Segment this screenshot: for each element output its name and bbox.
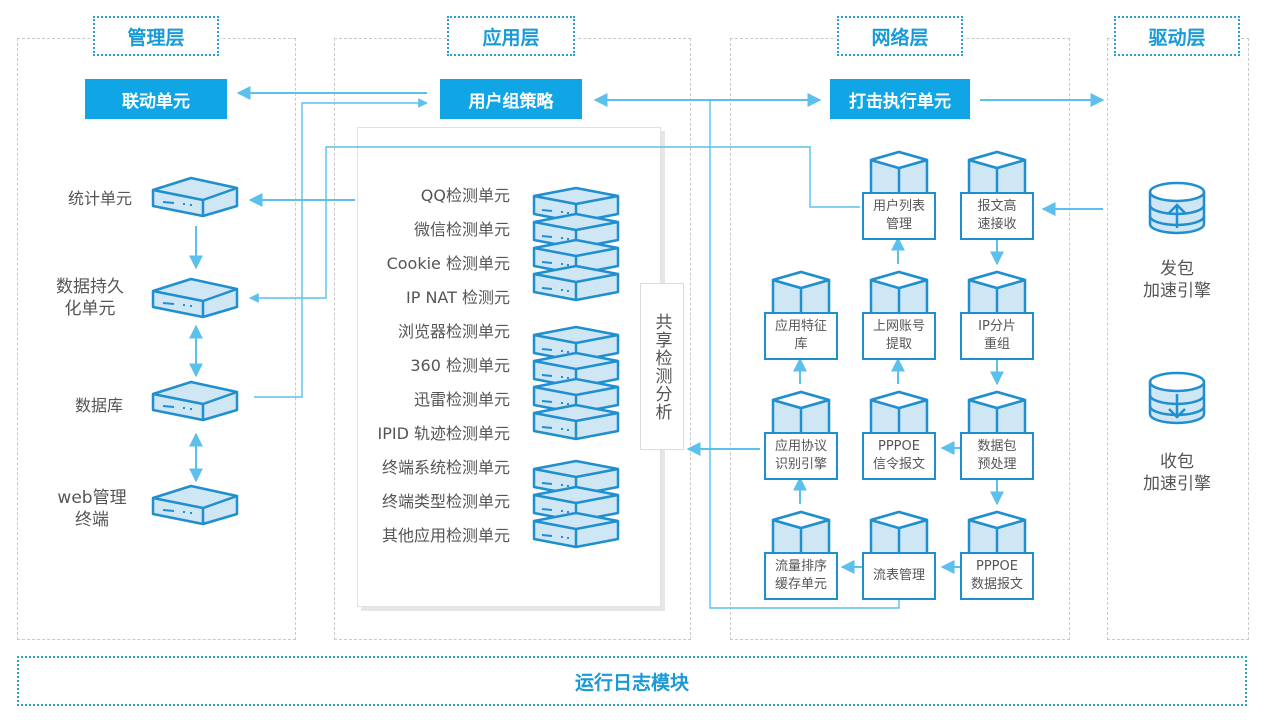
network-layer-title: 网络层 — [837, 16, 963, 56]
management-layer-title: 管理层 — [93, 16, 219, 56]
cube-icon — [967, 270, 1027, 314]
server-icon-database — [151, 380, 239, 422]
detection-unit-item: 360 检测单元 — [410, 356, 510, 375]
cube-icon — [869, 270, 929, 314]
stats-unit-label: 统计单元 — [67, 189, 132, 208]
server-icon-web-terminal — [151, 484, 239, 526]
line-userlist-to-persistence — [249, 146, 860, 303]
detection-unit-item: QQ检测单元 — [420, 186, 510, 205]
detection-unit-item: IP NAT 检测元 — [406, 288, 510, 307]
detection-unit-item: 迅雷检测单元 — [413, 390, 510, 409]
web-terminal-label: web管理终端 — [57, 488, 127, 530]
server-unit-icon — [532, 403, 620, 441]
cube-icon — [869, 390, 929, 434]
send-engine-icon — [1148, 181, 1206, 235]
server-unit-icon — [532, 511, 620, 549]
server-unit-icon — [532, 186, 620, 224]
strike-execution-unit[interactable]: 打击执行单元 — [830, 79, 970, 119]
persistence-unit-label: 数据持久化单元 — [56, 277, 124, 319]
cube-icon — [967, 390, 1027, 434]
send-engine-label: 发包加速引擎 — [1143, 259, 1211, 301]
driver-layer-title: 驱动层 — [1114, 16, 1240, 56]
user-group-policy-unit[interactable]: 用户组策略 — [440, 79, 582, 119]
detection-unit-item: 终端系统检测单元 — [381, 458, 510, 477]
receive-engine-icon — [1148, 371, 1206, 425]
server-icon-persistence — [151, 277, 239, 319]
detection-unit-item: 其他应用检测单元 — [381, 526, 510, 545]
cube-icon — [771, 390, 831, 434]
cube-icon — [967, 510, 1027, 554]
application-layer-title: 应用层 — [447, 16, 575, 56]
cube-icon — [771, 270, 831, 314]
linkage-unit[interactable]: 联动单元 — [85, 79, 227, 119]
line-flowtable-to-policy — [709, 100, 900, 609]
cube-icon — [967, 150, 1027, 194]
cube-icon — [869, 510, 929, 554]
cube-icon — [771, 510, 831, 554]
shared-detection-analysis: 共享检测分析 — [640, 283, 684, 450]
server-unit-icon — [532, 377, 620, 415]
runtime-log-module[interactable]: 运行日志模块 — [17, 656, 1247, 706]
server-stack-icons — [532, 186, 620, 549]
detection-unit-item: 微信检测单元 — [413, 220, 510, 239]
receive-engine-label: 收包加速引擎 — [1143, 452, 1211, 494]
server-unit-icon — [532, 264, 620, 302]
detection-unit-item: Cookie 检测单元 — [386, 254, 510, 273]
detection-unit-item: IPID 轨迹检测单元 — [377, 424, 511, 443]
line-db-to-policy — [254, 98, 428, 398]
detection-unit-item: 浏览器检测单元 — [397, 322, 510, 341]
server-icon-stats — [151, 176, 239, 218]
detection-unit-item: 终端类型检测单元 — [381, 492, 510, 511]
database-label: 数据库 — [74, 396, 123, 415]
cube-icon — [869, 150, 929, 194]
